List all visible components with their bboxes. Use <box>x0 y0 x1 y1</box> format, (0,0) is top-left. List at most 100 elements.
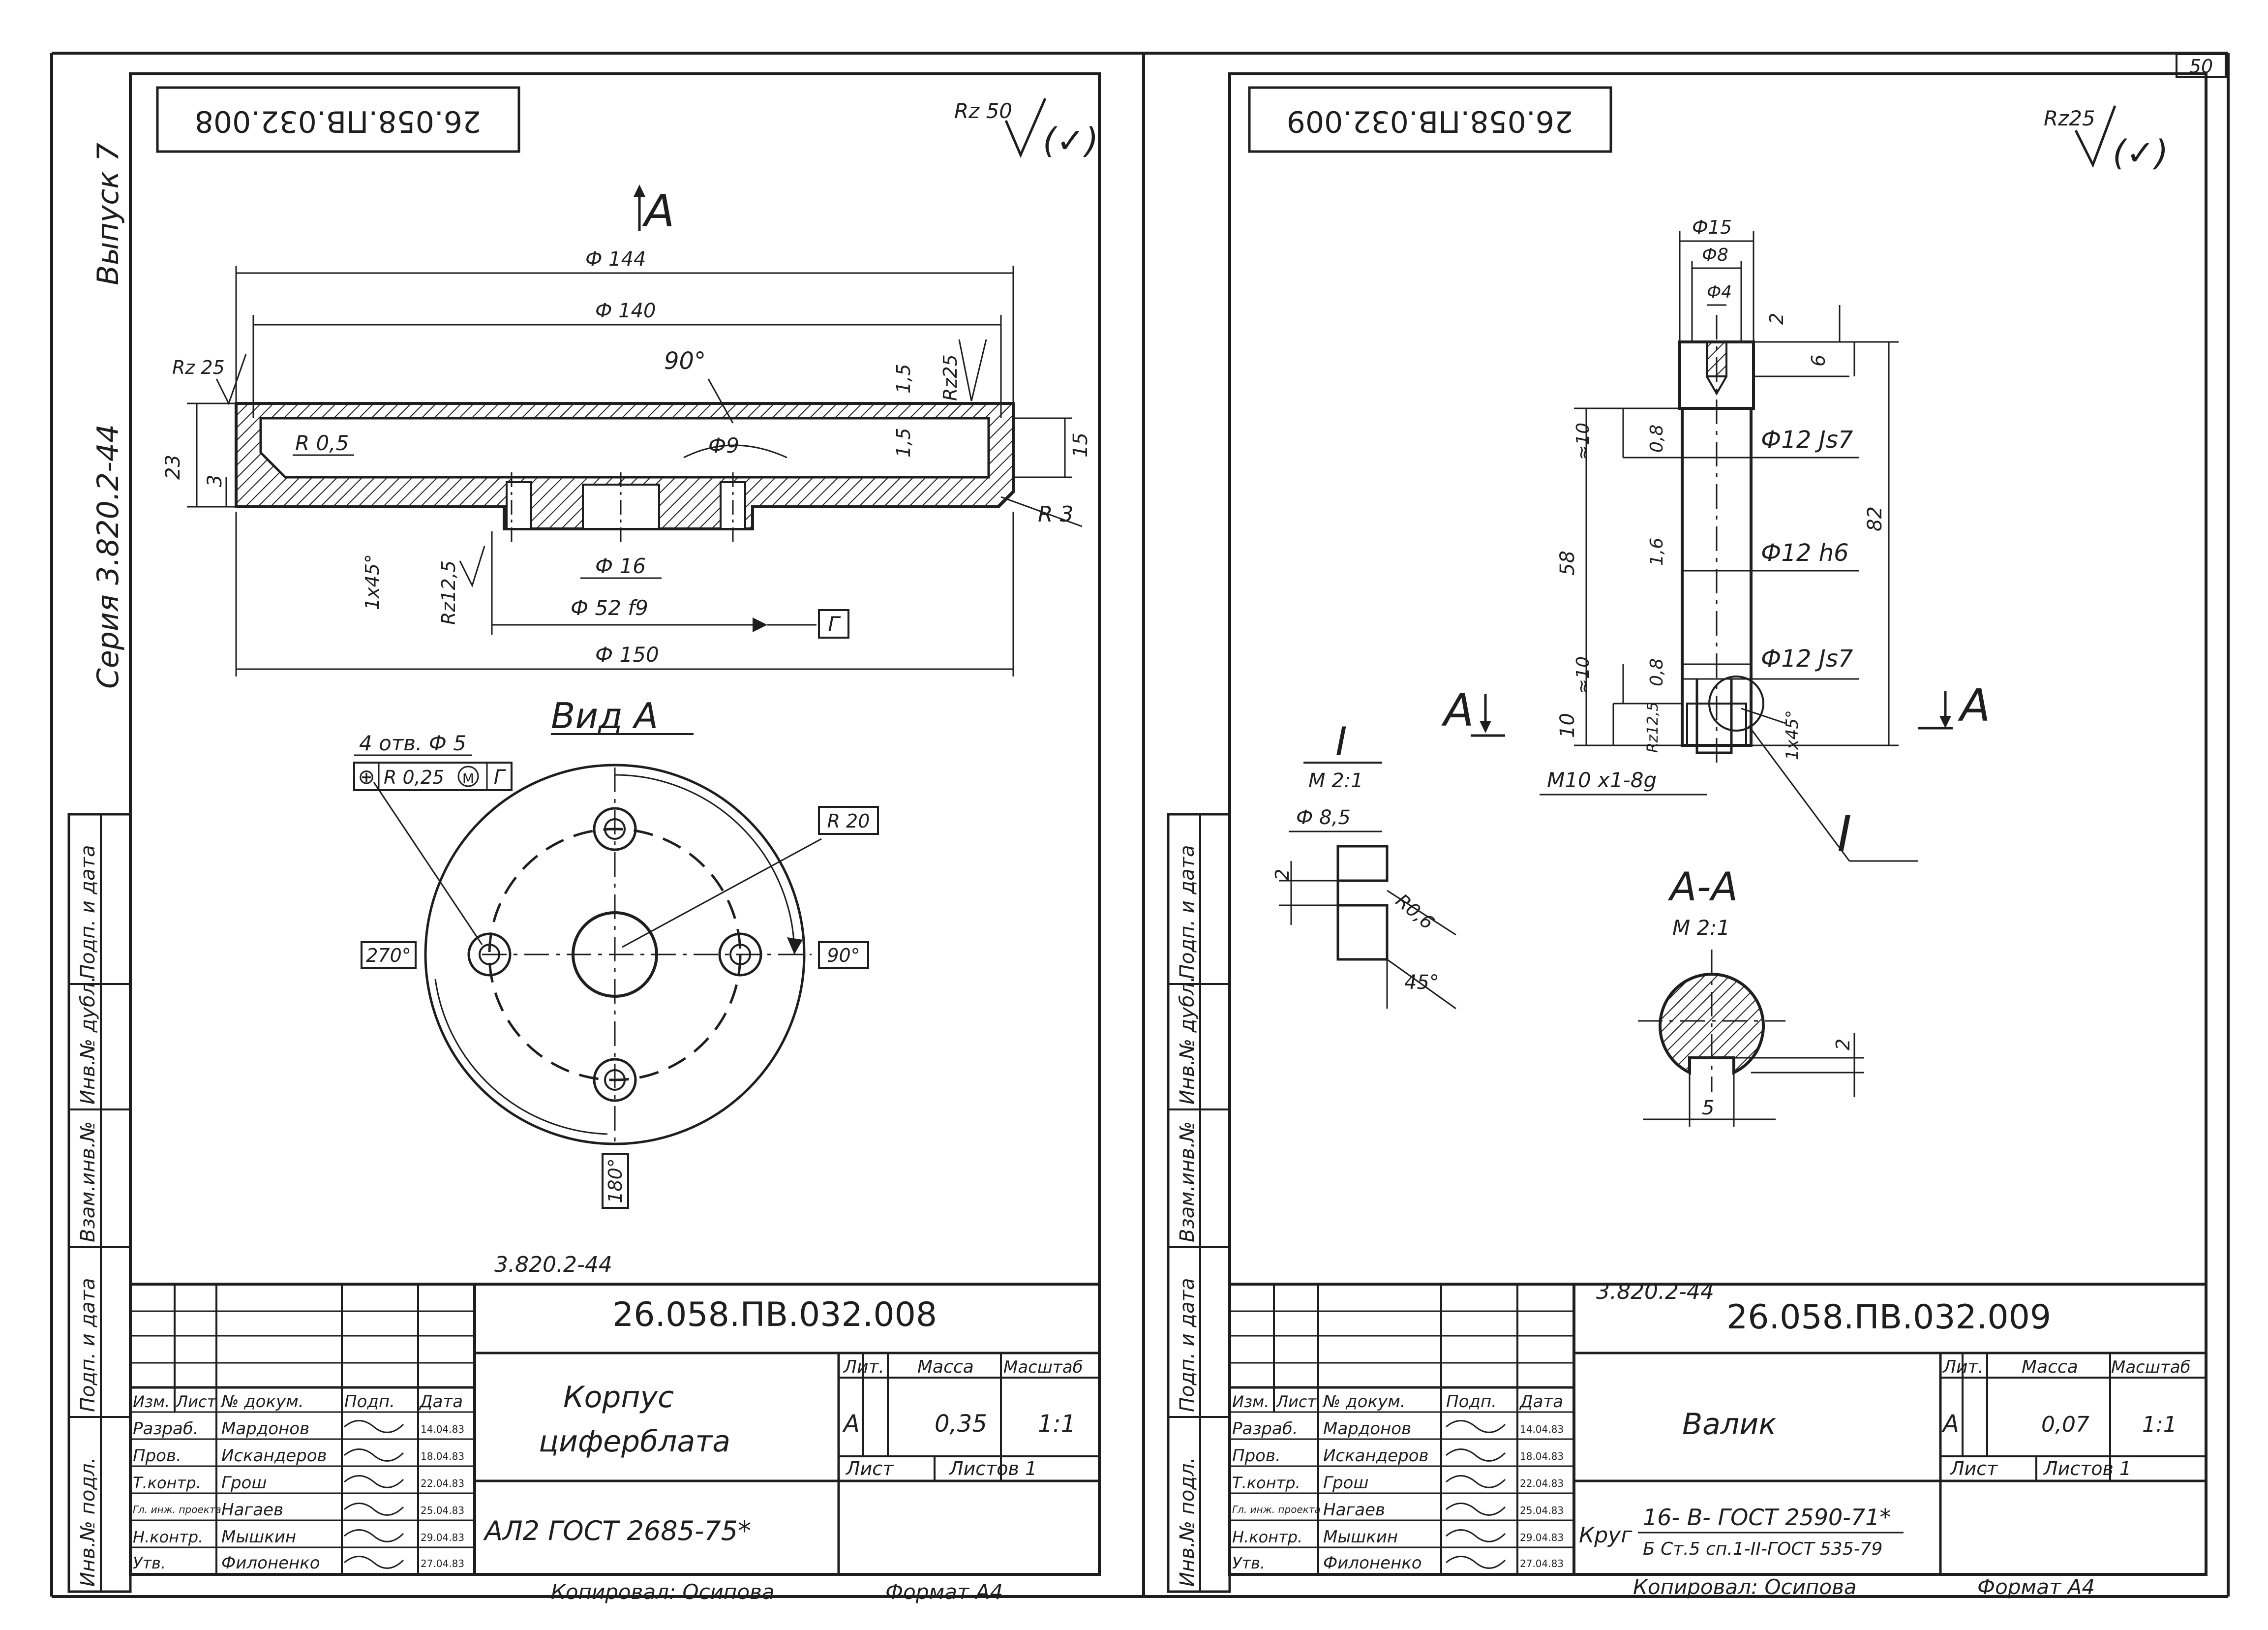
svg-text:15: 15 <box>1069 432 1092 458</box>
svg-text:Утв.: Утв. <box>1232 1554 1265 1572</box>
svg-text:М 2:1: М 2:1 <box>1308 769 1363 792</box>
stamp-field: Подп. и дата <box>1176 1278 1199 1412</box>
svg-text:4 отв. Ф 5: 4 отв. Ф 5 <box>359 731 466 755</box>
svg-text:1,5: 1,5 <box>893 364 914 394</box>
svg-text:90°: 90° <box>827 945 860 966</box>
svg-text:Ф12 Js7: Ф12 Js7 <box>1761 645 1853 673</box>
svg-text:1:1: 1:1 <box>1038 1410 1076 1438</box>
stamp-field: Подп. и дата <box>1176 845 1199 979</box>
svg-text:0,35: 0,35 <box>935 1410 987 1438</box>
svg-text:R0,6: R0,6 <box>1391 890 1438 934</box>
svg-text:Мышкин: Мышкин <box>221 1527 296 1547</box>
svg-text:2: 2 <box>1271 869 1293 881</box>
svg-text:циферблата: циферблата <box>539 1424 730 1459</box>
svg-text:А: А <box>642 185 675 237</box>
svg-text:Масштаб: Масштаб <box>1003 1357 1083 1377</box>
svg-text:27.04.83: 27.04.83 <box>1520 1558 1564 1569</box>
svg-text:82: 82 <box>1864 506 1886 531</box>
svg-text:Грош: Грош <box>221 1473 267 1493</box>
right-material-bottom: Б Ст.5 сп.1-II-ГОСТ 535-79 <box>1643 1539 1882 1559</box>
stamp-field: Инв.№ подл. <box>77 1457 99 1587</box>
right-part-title: Валик <box>1682 1407 1777 1442</box>
svg-text:26.058.ПВ.032.009: 26.058.ПВ.032.009 <box>1287 104 1573 138</box>
shaft-dimension-labels: Ф15 Ф8 Ф4 2 6 ≈10 0,8 Ф12 Js7 82 58 1,6 … <box>1547 216 1886 792</box>
svg-text:25.04.83: 25.04.83 <box>1520 1505 1564 1516</box>
svg-text:Н.контр.: Н.контр. <box>1232 1528 1302 1546</box>
svg-text:Ф12 Js7: Ф12 Js7 <box>1761 426 1853 454</box>
svg-text:Копировал: Осипова: Копировал: Осипова <box>1633 1575 1857 1599</box>
svg-text:Филоненко: Филоненко <box>221 1553 320 1573</box>
svg-text:58: 58 <box>1556 551 1579 576</box>
right-title-block: 3.820.2-44 26.058.ПВ.032.009 Изм. Лист №… <box>1230 1279 2206 1574</box>
svg-text:Лист: Лист <box>1276 1392 1317 1411</box>
svg-text:Формат А4: Формат А4 <box>885 1580 1003 1604</box>
svg-text:R 20: R 20 <box>827 810 870 832</box>
svg-text:23: 23 <box>162 455 184 480</box>
svg-text:18.04.83: 18.04.83 <box>421 1450 464 1462</box>
svg-text:R 0,5: R 0,5 <box>295 431 349 455</box>
svg-text:Лит.: Лит. <box>843 1357 884 1377</box>
right-roughness-mark: Rz25 (✓) <box>2044 105 2168 173</box>
svg-text:Ф8: Ф8 <box>1702 245 1728 265</box>
svg-text:Ф 140: Ф 140 <box>595 300 656 322</box>
svg-text:Масса: Масса <box>2022 1357 2078 1377</box>
svg-text:Масса: Масса <box>917 1357 974 1377</box>
svg-text:Г: Г <box>828 612 841 636</box>
svg-text:Лист: Лист <box>845 1458 894 1479</box>
svg-text:Ф 8,5: Ф 8,5 <box>1296 806 1351 829</box>
svg-text:0,8: 0,8 <box>1647 425 1667 453</box>
view-a-drawing <box>373 764 822 1146</box>
svg-text:Rz12,5: Rz12,5 <box>438 560 459 625</box>
svg-text:R 3: R 3 <box>1038 502 1074 527</box>
svg-text:Н.контр.: Н.контр. <box>133 1528 203 1546</box>
svg-text:Грош: Грош <box>1323 1473 1368 1493</box>
svg-text:№ докум.: № докум. <box>220 1392 304 1412</box>
svg-text:Пров.: Пров. <box>1232 1446 1281 1466</box>
view-a-title: Вид А <box>551 695 658 737</box>
svg-text:Масштаб: Масштаб <box>2111 1357 2191 1377</box>
left-material: АЛ2 ГОСТ 2685-75* <box>483 1515 751 1546</box>
shaft-dimension-lines <box>1540 231 1918 862</box>
svg-text:270°: 270° <box>366 945 411 966</box>
detail-i: I М 2:1 Ф 8,5 2 R0,6 45° <box>1271 719 1456 1010</box>
svg-text:90°: 90° <box>664 347 706 375</box>
svg-text:0,07: 0,07 <box>2041 1412 2089 1437</box>
svg-text:Круг: Круг <box>1579 1523 1633 1548</box>
svg-text:1x45°: 1x45° <box>362 554 383 610</box>
svg-text:1:1: 1:1 <box>2142 1412 2177 1437</box>
svg-text:Дата: Дата <box>1519 1392 1563 1412</box>
svg-text:Ф12 h6: Ф12 h6 <box>1761 539 1849 567</box>
stamp-field: Инв.№ дубл. <box>77 976 99 1105</box>
left-stamp-column: Подп. и дата Инв.№ дубл. Взам.инв.№ Подп… <box>67 813 132 1593</box>
svg-text:Искандеров: Искандеров <box>1323 1446 1429 1466</box>
svg-text:Изм.: Изм. <box>133 1392 170 1411</box>
stamp-field: Подп. и дата <box>77 845 99 979</box>
svg-text:Копировал: Осипова: Копировал: Осипова <box>551 1580 775 1604</box>
svg-text:Rz12,5: Rz12,5 <box>1644 702 1662 753</box>
svg-text:Филоненко: Филоненко <box>1323 1553 1422 1573</box>
left-title-block: 3.820.2-44 26.058.ПВ.032.008 Изм. Лист №… <box>130 1252 1099 1576</box>
svg-text:Разраб.: Разраб. <box>133 1419 199 1439</box>
svg-text:22.04.83: 22.04.83 <box>421 1477 464 1489</box>
svg-text:10: 10 <box>1556 713 1579 738</box>
stamp-field: Инв.№ дубл. <box>1176 976 1199 1105</box>
svg-text:Г: Г <box>494 766 506 789</box>
svg-text:29.04.83: 29.04.83 <box>1520 1532 1564 1543</box>
stamp-field: Подп. и дата <box>77 1278 99 1412</box>
svg-text:(✓): (✓) <box>2113 133 2168 173</box>
svg-text:1x45°: 1x45° <box>1783 710 1802 760</box>
svg-text:3.820.2-44: 3.820.2-44 <box>1596 1279 1714 1304</box>
svg-text:Rz25: Rz25 <box>939 354 961 401</box>
right-flipped-code: 26.058.ПВ.032.009 <box>1248 86 1612 153</box>
svg-text:5: 5 <box>1702 1097 1714 1119</box>
svg-text:(✓): (✓) <box>1043 121 1098 161</box>
svg-text:Листов 1: Листов 1 <box>948 1458 1037 1479</box>
svg-text:14.04.83: 14.04.83 <box>421 1423 464 1435</box>
svg-text:Формат А4: Формат А4 <box>1977 1575 2095 1599</box>
svg-text:M: M <box>462 770 474 787</box>
series-label: Серия 3.820.2-44 <box>91 424 125 689</box>
svg-text:А: А <box>842 1410 860 1438</box>
svg-text:⊕: ⊕ <box>358 765 375 789</box>
left-roughness-mark: Rz 50 (✓) <box>954 98 1098 161</box>
